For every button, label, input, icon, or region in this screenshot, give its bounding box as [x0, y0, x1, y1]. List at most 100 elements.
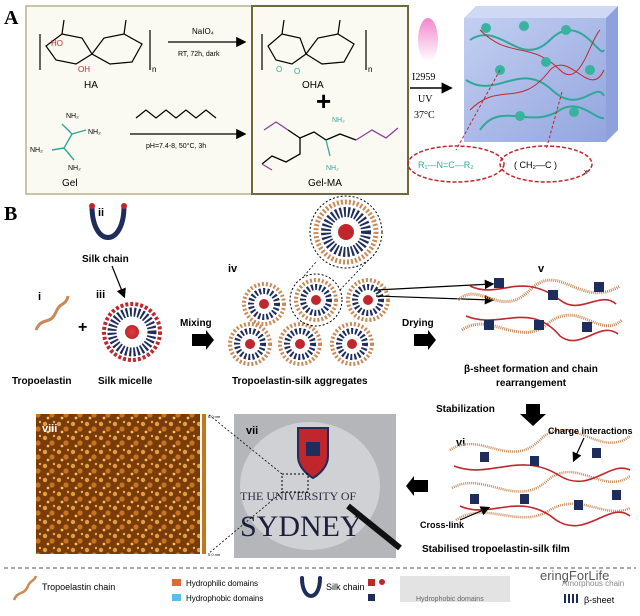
oha-o-label: O [276, 65, 282, 74]
callout-line-2 [545, 91, 563, 151]
ha-oh-label-2: OH [78, 65, 90, 74]
tropoelastin-icon [34, 295, 70, 331]
crosslink-arrow [459, 506, 491, 521]
legend-beta-label: β-sheet [584, 595, 615, 605]
silk-chain-label: Silk chain [82, 254, 129, 265]
zoomed-micelle [309, 195, 383, 269]
gel-nh2-2: NH₂ [88, 129, 101, 136]
mixing-label: Mixing [180, 318, 212, 329]
silk-micelle-label: Silk micelle [98, 376, 153, 387]
legend-silk-red [368, 579, 375, 586]
oha-o-label-2: O [294, 67, 300, 76]
drying-label: Drying [402, 318, 434, 329]
photo-zoom-line-2 [207, 491, 283, 555]
label-vii: vii [246, 425, 258, 437]
label-vi: vi [456, 437, 465, 449]
hydrogel-cube [464, 6, 618, 142]
aggregates-label: Tropoelastin-silk aggregates [232, 376, 368, 387]
label-ii: ii [98, 207, 104, 219]
gel-ma-nh2: NH₂ [332, 117, 345, 124]
photo-text-2: SYDNEY [240, 510, 362, 543]
legend-hydrophilic-label: Hydrophilic domains [186, 579, 258, 588]
uv-label: UV [418, 94, 433, 105]
afm-image [36, 414, 200, 554]
drying-arrow [414, 330, 436, 350]
gel-ma-nh2-2: NH₂ [326, 165, 339, 172]
polymer-label: ( CH₂—C ) [514, 160, 557, 170]
gel-nh2-4: NH₂ [68, 165, 81, 172]
label-iv: iv [228, 263, 238, 275]
label-v: v [538, 263, 545, 275]
label-i: i [38, 291, 41, 303]
panel-a-label: A [4, 7, 19, 29]
oha-label: OHA [302, 80, 324, 91]
legend-silk-icon [300, 576, 322, 598]
polymer-callout [499, 145, 593, 183]
watermark-blur [400, 576, 510, 602]
stabilised-film-network [449, 428, 631, 527]
charge-arrow [572, 437, 585, 463]
arrow-chain-to-micelle [111, 265, 126, 299]
gel-nh2-1: NH₂ [66, 113, 79, 120]
afm-scale-bottom: 0.0 nm [208, 552, 221, 557]
beta-formation-label-1: β-sheet formation and chain [464, 364, 598, 375]
plus-b: + [78, 319, 87, 336]
gel-ma-structure [261, 121, 399, 171]
conditions-2-label: pH=7.4-8, 50°C, 3h [146, 142, 206, 150]
reagent-label: NaIO₄ [192, 27, 214, 36]
legend-silk-label: Silk chain [326, 582, 365, 592]
gel-structure [51, 123, 87, 161]
legend-silk-red-dot [379, 579, 385, 585]
panel-b-label: B [4, 203, 17, 225]
oha-structure [261, 19, 367, 70]
legend-beta-icon [564, 594, 578, 603]
tropoelastin-label: Tropoelastin [12, 376, 71, 387]
photo-text-1: THE UNIVERSITY OF [240, 489, 357, 503]
arrow-to-beta-2 [375, 294, 495, 305]
ha-oh-label: HO [51, 39, 63, 48]
schiff-base-label: R₁—N=C—R₂ [418, 160, 474, 170]
silk-micelle [102, 302, 162, 362]
schiff-base-callout [407, 145, 505, 183]
beta-sheet-network [456, 278, 624, 342]
legend-silk-navy [368, 594, 375, 601]
ha-label: HA [84, 80, 98, 91]
gel-nh2-3: NH₂ [30, 147, 43, 154]
crosslink-label: Cross-link [420, 520, 465, 530]
reaction-box [25, 5, 253, 195]
legend-hydrophilic-swatch [172, 579, 181, 586]
silk-chain-icon [89, 203, 127, 240]
temp-label: 37°C [414, 110, 435, 121]
label-iii: iii [96, 289, 105, 301]
oha-n: n [368, 65, 372, 74]
ha-n: n [152, 65, 156, 74]
uv-glow [418, 18, 438, 62]
zoom-line-2 [339, 251, 377, 291]
plus-sign: + [316, 86, 331, 116]
conditions-1-label: RT, 72h, dark [178, 51, 220, 58]
legend-hydrophobic-swatch [172, 594, 181, 601]
callout-line-1 [455, 69, 501, 151]
legend-tropo-icon [12, 575, 38, 601]
stabilization-arrow [520, 404, 546, 426]
initiator-label: I2959 [412, 72, 435, 83]
charge-label: Charge interactions [548, 426, 633, 436]
gel-label: Gel [62, 178, 78, 189]
label-viii: viii [42, 423, 57, 435]
arrow-to-photo [406, 476, 428, 496]
photo-highlight-box [281, 473, 309, 493]
legend-hydrophobic-label: Hydrophobic domains [186, 594, 263, 603]
watermark: eringForLife [540, 568, 609, 583]
mixing-arrow [192, 330, 214, 350]
afm-color-scale [202, 414, 206, 554]
anhydride-structure [135, 109, 217, 119]
polymer-x: x [584, 169, 588, 176]
film-label: Stabilised tropoelastin-silk film [422, 544, 570, 555]
beta-formation-label-2: rearrangement [496, 378, 567, 389]
afm-scale-top: 6.0 nm [208, 414, 221, 419]
aggregate-cluster [228, 278, 390, 366]
zoom-circle-small [289, 273, 343, 327]
legend-hydrophobic-2-label: Hydrophobic domains [416, 596, 484, 603]
stabilization-label: Stabilization [436, 404, 495, 415]
